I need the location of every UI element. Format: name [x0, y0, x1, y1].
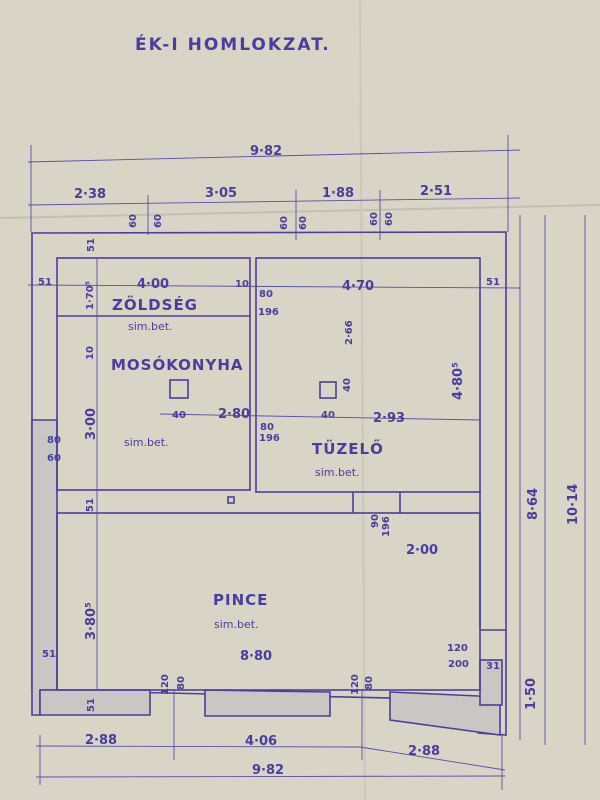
svg-text:1·70⁵: 1·70⁵: [85, 281, 96, 310]
svg-text:10·14: 10·14: [566, 484, 581, 525]
svg-text:40: 40: [342, 378, 353, 392]
svg-text:60: 60: [47, 453, 61, 464]
dim-bottom-seg: 2·88: [85, 733, 117, 748]
walls: [27, 215, 586, 745]
dim-window: 60: [369, 212, 380, 226]
svg-text:80: 80: [176, 676, 187, 690]
room-name: ZÖLDSÉG: [112, 295, 198, 314]
dim-bottom-seg: 4·06: [245, 734, 277, 749]
svg-text:1·50: 1·50: [524, 678, 539, 710]
room-mosokonyha: MOSÓKONYHA sim.bet.: [111, 355, 244, 449]
top-dimensions: 9·82 2·38 3·05 1·88 2·51 60 60 60 60 60 …: [27, 135, 521, 240]
drawing-title: ÉK-I HOMLOKZAT.: [135, 33, 331, 55]
room-floor: sim.bet.: [315, 466, 360, 479]
svg-text:2·93: 2·93: [373, 411, 405, 426]
svg-text:2·66: 2·66: [344, 320, 355, 345]
room-pince: PINCE sim.bet.: [213, 591, 268, 631]
dim-bottom-total: 9·82: [252, 763, 284, 778]
svg-text:4·70: 4·70: [342, 279, 374, 294]
svg-text:8·80: 8·80: [240, 649, 272, 664]
svg-text:51: 51: [38, 277, 52, 288]
dim-window: 60: [153, 214, 164, 228]
room-name: MOSÓKONYHA: [111, 355, 244, 374]
dim-top-total: 9·82: [250, 144, 282, 159]
dim-top-seg: 2·38: [74, 187, 106, 202]
paper-fold: [0, 204, 600, 219]
svg-text:3·80⁵: 3·80⁵: [84, 602, 99, 640]
dim-window: 60: [298, 216, 309, 230]
svg-text:10: 10: [85, 346, 96, 360]
svg-text:2·80: 2·80: [218, 407, 250, 422]
svg-text:40: 40: [172, 410, 186, 421]
svg-text:51: 51: [85, 498, 96, 512]
room-tuzelo: TÜZELŐ sim.bet.: [312, 438, 384, 479]
dim-window: 60: [128, 214, 139, 228]
room-floor: sim.bet.: [124, 436, 169, 449]
room-zoldseg: ZÖLDSÉG sim.bet.: [112, 295, 198, 333]
svg-text:51: 51: [42, 649, 56, 660]
svg-text:4·00: 4·00: [137, 277, 169, 292]
room-name: PINCE: [213, 591, 268, 609]
dim-top-seg: 1·88: [322, 186, 354, 201]
svg-text:196: 196: [259, 433, 280, 444]
svg-text:51: 51: [86, 698, 97, 712]
svg-text:120: 120: [160, 674, 171, 695]
bottom-dimensions: 2·88 4·06 2·88 9·82: [35, 690, 506, 790]
svg-text:80: 80: [364, 676, 375, 690]
svg-text:31: 31: [486, 661, 500, 672]
interior-dimensions: 51 51 51 4·00 1·70⁵ 10 80 196 4·70 2·66 …: [38, 238, 581, 712]
svg-text:3·00: 3·00: [84, 408, 99, 440]
svg-text:80: 80: [47, 435, 61, 446]
dim-top-seg: 3·05: [205, 186, 237, 201]
svg-text:120: 120: [447, 643, 468, 654]
svg-text:80: 80: [260, 422, 274, 433]
dim-bottom-seg: 2·88: [408, 744, 440, 759]
svg-text:196: 196: [258, 307, 279, 318]
svg-text:200: 200: [448, 659, 469, 670]
room-floor: sim.bet.: [128, 320, 173, 333]
paper-fold: [359, 0, 366, 800]
svg-text:51: 51: [86, 238, 97, 252]
dim-window: 60: [384, 212, 395, 226]
svg-text:80: 80: [259, 289, 273, 300]
svg-text:4·80⁵: 4·80⁵: [451, 362, 466, 400]
dim-top-seg: 2·51: [420, 184, 452, 199]
svg-text:196: 196: [381, 516, 392, 537]
svg-text:40: 40: [321, 410, 335, 421]
room-name: TÜZELŐ: [312, 438, 384, 458]
svg-text:2·00: 2·00: [406, 543, 438, 558]
svg-text:8·64: 8·64: [526, 488, 541, 520]
svg-text:51: 51: [486, 277, 500, 288]
svg-text:120: 120: [350, 674, 361, 695]
svg-text:10: 10: [235, 279, 249, 290]
dim-window: 60: [279, 216, 290, 230]
room-floor: sim.bet.: [214, 618, 259, 631]
svg-text:90: 90: [370, 514, 381, 528]
